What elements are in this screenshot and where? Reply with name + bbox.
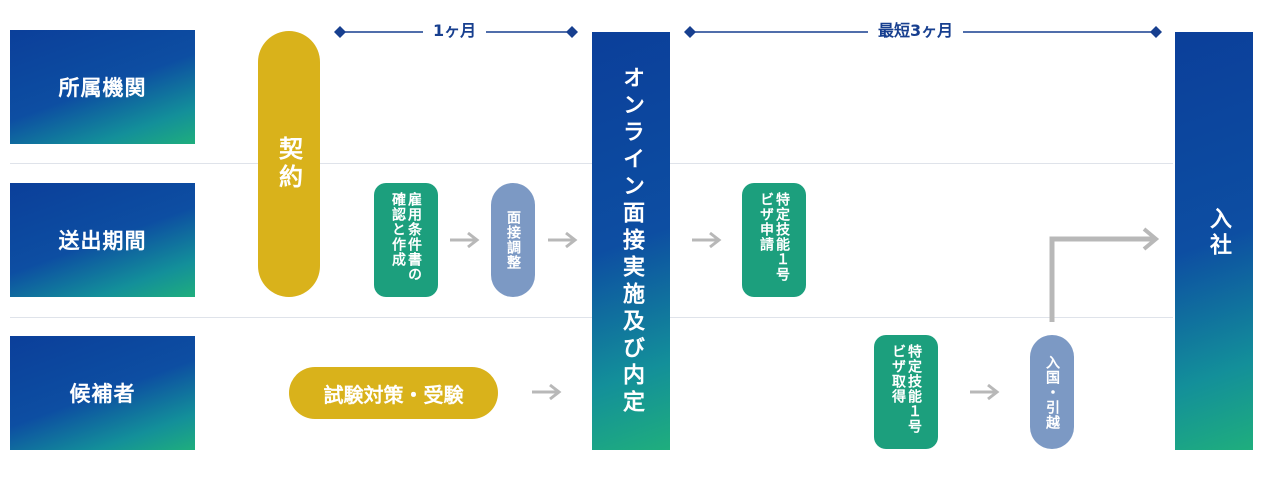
step-entry-move-label: 入国・引越 — [1044, 354, 1060, 430]
step-visa-apply-label: 特定技能１号ビザ申請 — [758, 192, 790, 282]
step-contract-label: 契約 — [274, 136, 303, 192]
step-employment-terms-label: 雇用条件書の確認と作成 — [390, 192, 422, 282]
step-online-interview: オンライン面接実施及び内定 — [592, 32, 670, 450]
step-visa-apply: 特定技能１号ビザ申請 — [742, 183, 806, 297]
row-divider-1 — [10, 163, 1173, 164]
timeline-3month-label: 最短3ヶ月 — [868, 20, 964, 42]
row-label-affiliation: 所属機関 — [10, 30, 195, 144]
arrow-right-2 — [548, 231, 578, 249]
arrow-right-4 — [532, 383, 562, 401]
row-divider-2 — [10, 317, 1173, 318]
arrow-right-5 — [970, 383, 1000, 401]
step-interview-arrange: 面接調整 — [491, 183, 535, 297]
step-join-company-label: 入社 — [1206, 207, 1231, 259]
step-interview-arrange-label: 面接調整 — [505, 210, 521, 270]
step-employment-terms: 雇用条件書の確認と作成 — [374, 183, 438, 297]
arrow-right-1 — [450, 231, 480, 249]
step-visa-obtain: 特定技能１号ビザ取得 — [874, 335, 938, 449]
step-online-interview-label: オンライン面接実施及び内定 — [619, 65, 644, 417]
step-entry-move: 入国・引越 — [1030, 335, 1074, 449]
step-exam-prep-label: 試験対策・受験 — [323, 382, 464, 407]
step-exam-prep: 試験対策・受験 — [289, 367, 498, 419]
row-label-candidate: 候補者 — [10, 336, 195, 450]
arrow-elbow-to-join — [1049, 227, 1160, 322]
step-visa-obtain-label: 特定技能１号ビザ取得 — [890, 344, 922, 434]
row-label-sending: 送出期間 — [10, 183, 195, 297]
arrow-right-3 — [692, 231, 722, 249]
timeline-1month-label: 1ヶ月 — [423, 20, 487, 42]
step-join-company: 入社 — [1175, 32, 1253, 450]
step-contract: 契約 — [258, 31, 320, 297]
